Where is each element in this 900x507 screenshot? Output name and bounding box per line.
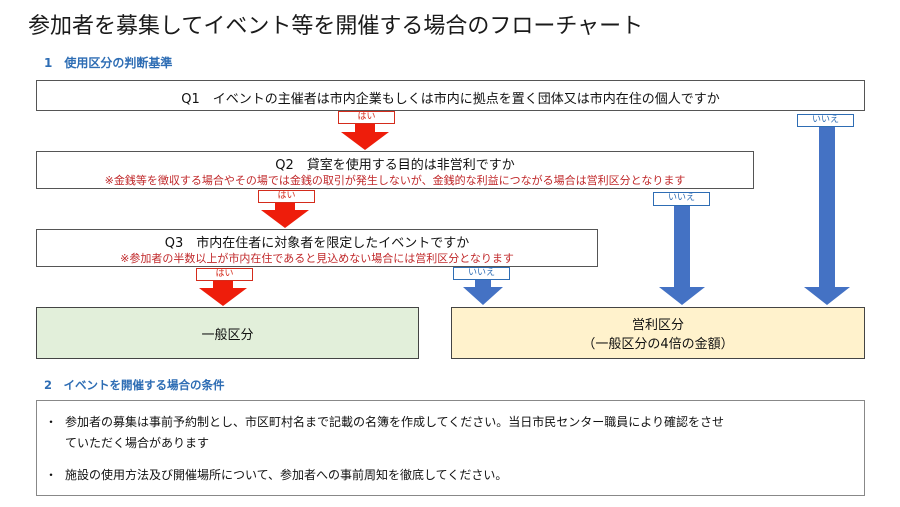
question-1-text: Q1 イベントの主催者は市内企業もしくは市内に拠点を置く団体又は市内在住の個人で… (181, 92, 720, 107)
result-profit-label: 営利区分 (631, 318, 684, 333)
conditions-box: ・ 参加者の募集は事前予約制とし、市区町村名まで記載の名簿を作成してください。当… (36, 400, 865, 496)
no-label-q1: いいえ (797, 114, 854, 127)
yes-label-q2: はい (258, 190, 315, 203)
condition-item: ・ 参加者の募集は事前予約制とし、市区町村名まで記載の名簿を作成してください。当… (45, 412, 855, 456)
condition-text-line: 施設の使用方法及び開催場所について、参加者への事前周知を徹底してください。 (65, 468, 508, 482)
question-3-note: ※参加者の半数以上が市内在住であると見込めない場合には営利区分となります (120, 252, 514, 265)
bullet-icon: ・ (45, 415, 58, 429)
question-3-text: Q3 市内在住者に対象者を限定したイベントですか (164, 236, 470, 251)
yes-label-q1: はい (338, 111, 395, 124)
condition-text-line: 参加者の募集は事前予約制とし、市区町村名まで記載の名簿を作成してください。当日市… (65, 415, 725, 429)
question-2-box: Q2 貸室を使用する目的は非営利ですか ※金銭等を徴収する場合やその場では金銭の… (36, 151, 754, 189)
yes-arrow-q1 (341, 124, 389, 150)
no-label-q2: いいえ (653, 192, 710, 206)
result-profit-box: 営利区分 （一般区分の4倍の金額） (451, 307, 865, 359)
condition-text-line: ていただく場合があります (65, 436, 210, 450)
section-heading-criteria: 1 使用区分の判断基準 (44, 56, 173, 70)
no-arrow-q2 (659, 206, 705, 305)
result-general-box: 一般区分 (36, 307, 419, 359)
yes-arrow-q2 (261, 202, 309, 228)
condition-item: ・ 施設の使用方法及び開催場所について、参加者への事前周知を徹底してください。 (45, 465, 855, 487)
yes-label-q3: はい (196, 268, 253, 281)
page-title: 参加者を募集してイベント等を開催する場合のフローチャート (28, 14, 644, 39)
result-general-label: 一般区分 (201, 327, 254, 343)
section-heading-conditions: 2 イベントを開催する場合の条件 (44, 378, 225, 392)
question-2-note: ※金銭等を徴収する場合やその場では金銭の取引が発生しないが、金銭的な利益につなが… (104, 174, 686, 187)
question-2-text: Q2 貸室を使用する目的は非営利ですか (275, 158, 515, 173)
no-label-q3: いいえ (453, 267, 510, 280)
bullet-icon: ・ (45, 468, 58, 482)
no-arrow-q1 (804, 127, 850, 305)
result-profit-sublabel: （一般区分の4倍の金額） (582, 337, 734, 352)
yes-arrow-q3 (199, 280, 247, 306)
question-3-box: Q3 市内在住者に対象者を限定したイベントですか ※参加者の半数以上が市内在住で… (36, 229, 598, 267)
question-1-box: Q1 イベントの主催者は市内企業もしくは市内に拠点を置く団体又は市内在住の個人で… (36, 80, 865, 111)
no-arrow-q3 (463, 280, 503, 305)
